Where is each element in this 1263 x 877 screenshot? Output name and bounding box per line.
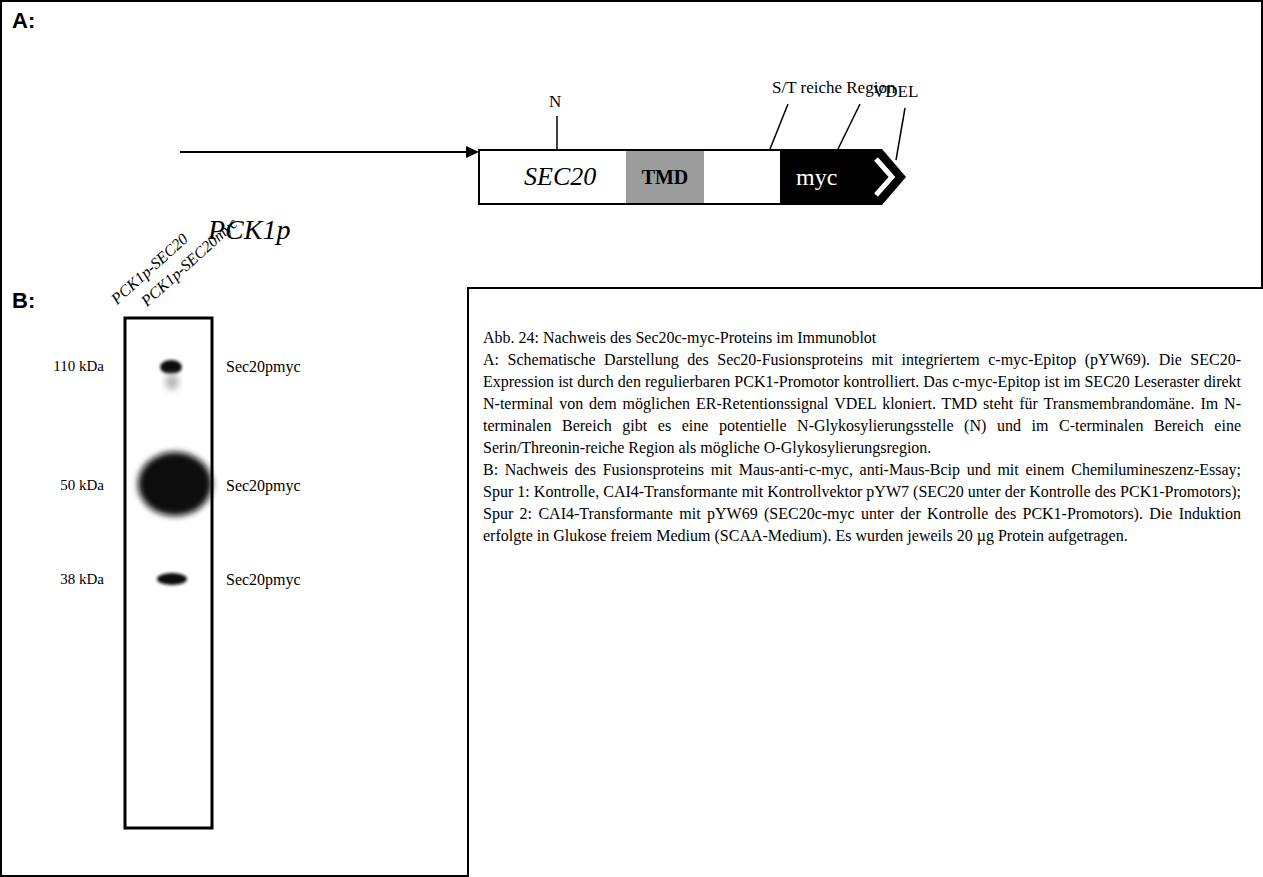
tag-arrow-fill — [782, 149, 906, 205]
band-label: Sec20pmyc — [226, 477, 301, 495]
band-label: Sec20pmyc — [226, 571, 301, 589]
signal-label: VDEL — [873, 82, 918, 102]
blot-band — [157, 573, 187, 585]
st-region-leader — [838, 104, 860, 149]
marker-size: 50 kDa — [60, 477, 104, 494]
tag-arrow-chevron — [876, 159, 892, 195]
caption-paragraph: Abb. 24: Nachweis des Sec20c-myc-Protein… — [483, 327, 1241, 349]
myc-tag-arrow: myc — [782, 149, 906, 205]
panel-letter: A: — [12, 8, 35, 33]
promoter-arrow — [180, 151, 468, 153]
marker-size: 110 kDa — [53, 358, 104, 375]
band-label: Sec20pmyc — [226, 358, 301, 376]
site-label: N — [549, 92, 561, 112]
st-region-leader — [770, 104, 788, 149]
panel-letter: B: — [12, 288, 35, 313]
box-label: myc — [796, 164, 837, 191]
glyco-site-leader — [556, 116, 558, 149]
vdel-leader — [896, 108, 905, 160]
transmembrane-domain: TMD — [626, 151, 704, 203]
box-label: SEC20 — [524, 162, 596, 192]
blot-frame — [125, 318, 212, 828]
caption-paragraph: B: Nachweis des Fusionsproteins mit Maus… — [483, 459, 1241, 547]
marker-size: 38 kDa — [60, 571, 104, 588]
box-label: TMD — [642, 166, 689, 189]
caption-paragraph: A: Schematische Darstellung des Sec20-Fu… — [483, 349, 1241, 459]
blot-band — [160, 360, 182, 374]
gene-box: TMD SEC20 — [478, 149, 782, 205]
blot-smear — [165, 374, 179, 390]
blot-band — [138, 452, 212, 516]
caption-box: Abb. 24: Nachweis des Sec20c-myc-Protein… — [467, 287, 1263, 877]
